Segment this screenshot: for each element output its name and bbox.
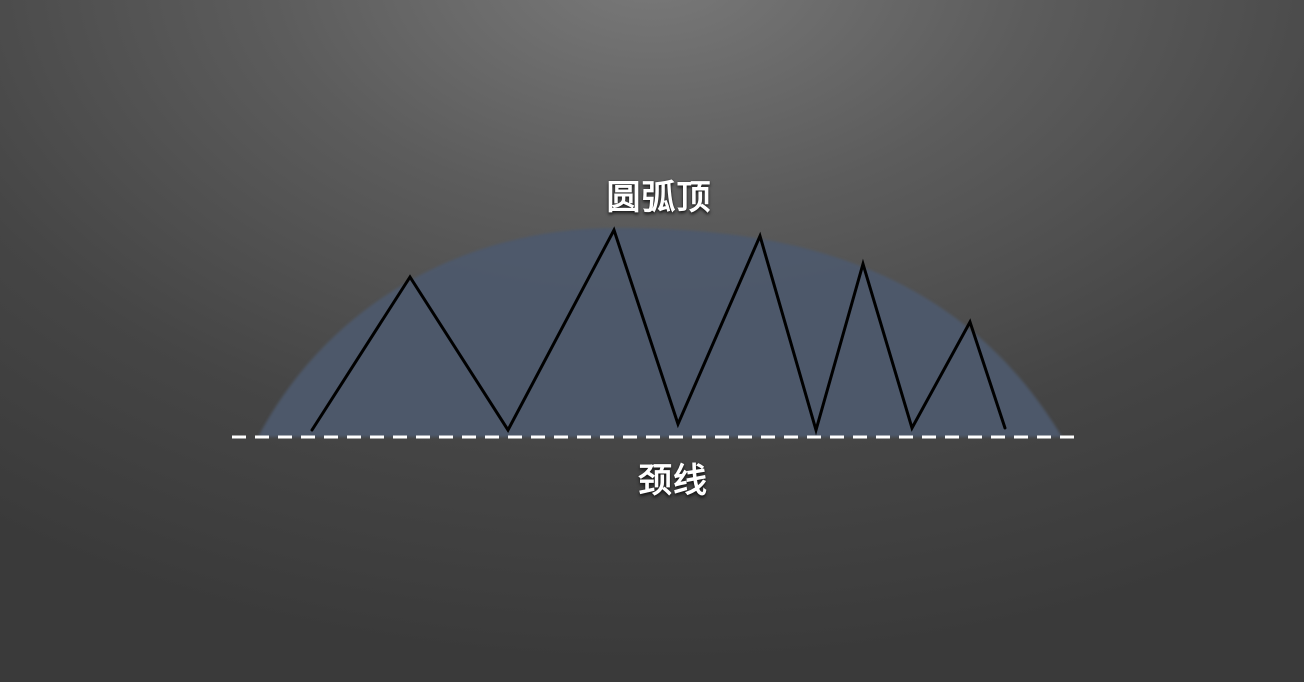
diagram-title: 圆弧顶 (606, 178, 712, 218)
price-zigzag-line (310, 226, 1007, 436)
arc-dome (258, 228, 1062, 437)
neckline-label: 颈线 (638, 461, 708, 501)
